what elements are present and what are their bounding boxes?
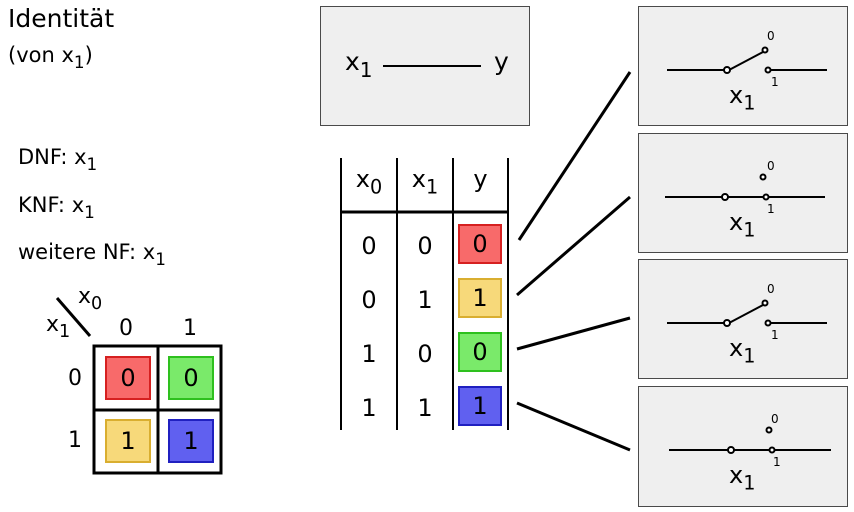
truth-table-header: y (473, 165, 488, 193)
diagram-subtitle: (von x1) (8, 43, 93, 72)
truth-table-output: 1 (458, 386, 502, 426)
switch-closed-icon (669, 426, 831, 454)
contact-1-label: 1 (771, 75, 779, 89)
kmap-col-header: 0 (119, 316, 133, 341)
switch-box-3: 0 1 x1 (638, 259, 848, 379)
contact-0-label: 0 (767, 29, 775, 43)
contact-0-label: 0 (767, 159, 775, 173)
truth-table-output: 1 (458, 278, 502, 318)
contact-1-label: 1 (771, 328, 779, 342)
contact-1-label: 1 (773, 455, 781, 469)
knf-formula: KNF: x1 (18, 193, 95, 222)
kmap-cell: 0 (105, 356, 151, 400)
contact-0-label: 0 (767, 282, 775, 296)
gate-output-label: y (494, 47, 509, 76)
truth-table-cell: 1 (417, 394, 433, 422)
kmap-cell: 0 (168, 356, 214, 400)
switch-box-4: 0 1 x1 (638, 386, 848, 507)
truth-table-header: x0 (355, 165, 383, 199)
truth-table-cell: 0 (361, 232, 377, 260)
truth-table-cell: 0 (417, 232, 433, 260)
diagram-title: Identität (8, 4, 115, 33)
truth-table-output: 0 (458, 224, 502, 264)
truth-table-cell: 1 (417, 286, 433, 314)
contact-0-label: 0 (771, 412, 779, 426)
truth-table-cell: 1 (361, 394, 377, 422)
switch-box-2: 0 1 x1 (638, 133, 848, 253)
switch-open-icon (667, 299, 827, 327)
kmap-column-variable: x0 (78, 284, 103, 315)
truth-table-cell: 0 (417, 340, 433, 368)
truth-table-cell: 0 (361, 286, 377, 314)
gate-wire (383, 65, 481, 67)
switch-closed-icon (665, 173, 825, 201)
other-nf-formula: weitere NF: x1 (18, 240, 166, 269)
switch-variable: x1 (729, 461, 756, 495)
truth-table-cell: 1 (361, 340, 377, 368)
dnf-formula: DNF: x1 (18, 145, 98, 174)
kmap-row-variable: x1 (46, 312, 71, 343)
kmap-cell: 1 (105, 419, 151, 463)
kmap-col-header: 1 (183, 316, 197, 341)
switch-variable: x1 (729, 334, 756, 368)
switch-open-icon (667, 46, 827, 74)
kmap-row-header: 1 (68, 428, 82, 453)
gate-input-label: x1 (345, 47, 373, 82)
switch-variable: x1 (729, 208, 756, 242)
switch-variable: x1 (729, 81, 756, 115)
contact-1-label: 1 (767, 202, 775, 216)
identity-gate-box: x1 y (320, 6, 530, 126)
kmap-cell: 1 (168, 419, 214, 463)
truth-table-header: x1 (411, 165, 439, 199)
switch-box-1: 0 1 x1 (638, 6, 848, 126)
kmap-row-header: 0 (68, 366, 82, 391)
truth-table-output: 0 (458, 332, 502, 372)
